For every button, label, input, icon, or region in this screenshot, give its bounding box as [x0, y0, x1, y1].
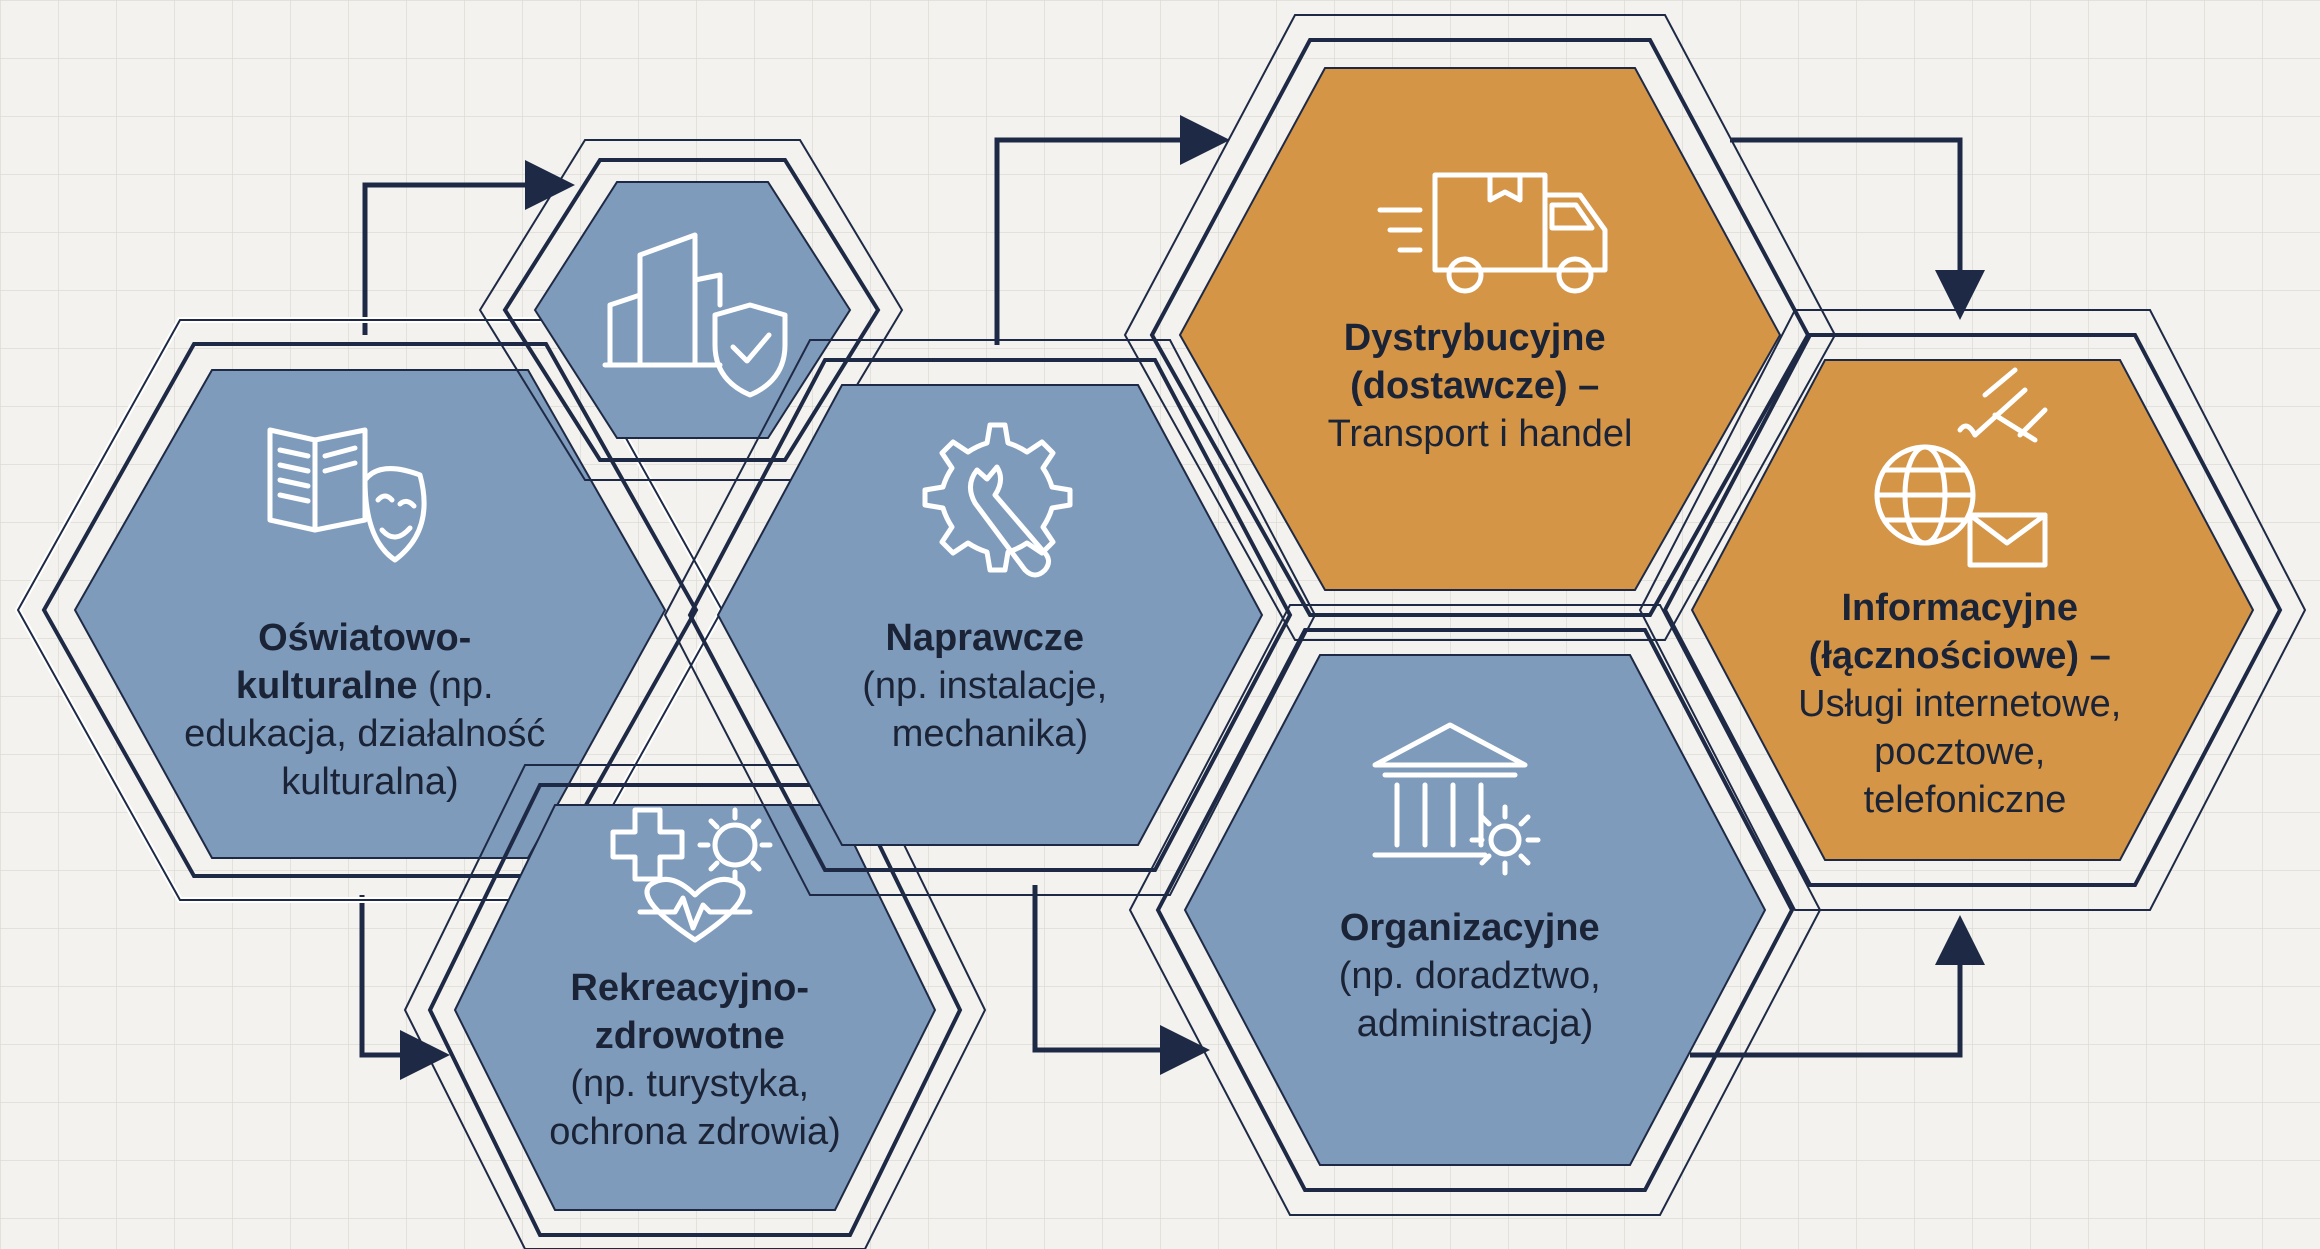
label-informacyjne-bold-1: Informacyjne — [1841, 587, 2078, 629]
label-informacyjne-line-3: telefoniczne — [1864, 779, 2067, 821]
label-oswiatowo-line-1: edukacja, działalność — [184, 713, 545, 755]
label-oswiatowo-mixed: kulturalne (np. — [236, 665, 494, 707]
hex-rekreacyjno-outer — [403, 764, 987, 1249]
book-theater-mask-icon — [267, 427, 427, 563]
label-rekreacyjno: Rekreacyjno- zdrowotne (np. turystyka, o… — [549, 967, 840, 1153]
label-naprawcze-line-2: mechanika) — [892, 713, 1088, 755]
institution-gear-icon — [1372, 722, 1541, 876]
label-informacyjne-line-2: pocztowe, — [1874, 731, 2045, 773]
label-oswiatowo-bold-1: Oświatowo- — [258, 617, 471, 659]
connector-naprawcze-to-dystrybucyjne — [994, 115, 1230, 345]
hex-rekreacyjno — [403, 764, 987, 1249]
label-oswiatowo: Oświatowo- kulturalne (np. edukacja, dzi… — [184, 617, 556, 803]
label-dystrybucyjne-bold-1: Dystrybucyjne — [1344, 317, 1606, 359]
label-naprawcze-bold-1: Naprawcze — [885, 617, 1084, 659]
hex-organizacyjne-mid — [1155, 628, 1795, 1192]
label-organizacyjne-line-1: (np. doradztwo, — [1339, 955, 1601, 997]
label-informacyjne-line-1: Usługi internetowe, — [1798, 683, 2121, 725]
hex-naprawcze-fill — [716, 384, 1264, 846]
connector-dystrybucyjne-to-informacyjne — [1730, 137, 1985, 320]
label-rekreacyjno-line-1: (np. turystyka, — [570, 1063, 809, 1105]
label-dystrybucyjne: Dystrybucyjne (dostawcze) – Transport i … — [1328, 317, 1633, 455]
hex-security-outer — [478, 139, 904, 481]
buildings-shield-icon — [602, 232, 788, 398]
label-organizacyjne-bold-1: Organizacyjne — [1340, 907, 1600, 949]
hex-naprawcze-mid — [687, 358, 1293, 872]
hex-oswiatowo-mid — [41, 342, 699, 878]
hex-organizacyjne-fill — [1183, 654, 1767, 1166]
label-oswiatowo-mixed-normal: (np. — [418, 665, 494, 707]
hex-security-mid — [502, 158, 881, 462]
hex-informacyjne-outer — [1638, 309, 2307, 911]
health-sun-icon — [610, 807, 773, 943]
label-naprawcze: Naprawcze (np. instalacje, mechanika) — [862, 617, 1118, 755]
label-informacyjne: Informacyjne (łącznościowe) – Usługi int… — [1798, 587, 2132, 821]
hex-dystrybucyjne-fill — [1178, 67, 1782, 591]
label-naprawcze-line-1: (np. instalacje, — [862, 665, 1107, 707]
label-informacyjne-bold-2: (łącznościowe) – — [1809, 635, 2111, 677]
hex-oswiatowo-fill — [73, 369, 667, 859]
label-dystrybucyjne-bold-2: (dostawcze) – — [1350, 365, 1599, 407]
label-organizacyjne: Organizacyjne (np. doradztwo, administra… — [1339, 907, 1611, 1045]
hex-informacyjne-mid — [1662, 333, 2283, 887]
gear-wrench-icon — [922, 422, 1073, 578]
connectors — [359, 115, 1985, 1080]
label-rekreacyjno-bold-2: zdrowotne — [595, 1015, 785, 1057]
label-rekreacyjno-line-2: ochrona zdrowia) — [549, 1111, 840, 1153]
hex-informacyjne-fill — [1690, 359, 2255, 861]
label-oswiatowo-mixed-bold: kulturalne — [236, 665, 418, 707]
label-oswiatowo-line-2: kulturalna) — [281, 761, 458, 803]
connector-organizacyjne-to-informacyjne — [1690, 915, 1985, 1058]
connector-oswiatowo-to-security — [362, 160, 575, 335]
connector-oswiatowo-to-rekreacyjno — [359, 895, 450, 1080]
truck-icon — [1377, 172, 1608, 294]
label-rekreacyjno-bold-1: Rekreacyjno- — [570, 967, 809, 1009]
hex-informacyjne — [1638, 309, 2307, 911]
label-organizacyjne-line-2: administracja) — [1357, 1003, 1594, 1045]
label-dystrybucyjne-line-1: Transport i handel — [1328, 413, 1633, 455]
hex-rekreacyjno-mid — [427, 783, 963, 1237]
globe-satellite-mail-icon — [1874, 367, 2048, 568]
hex-oswiatowo — [14, 317, 726, 903]
connector-naprawcze-to-organizacyjne — [1032, 885, 1210, 1075]
hex-rekreacyjno-fill — [453, 804, 937, 1211]
